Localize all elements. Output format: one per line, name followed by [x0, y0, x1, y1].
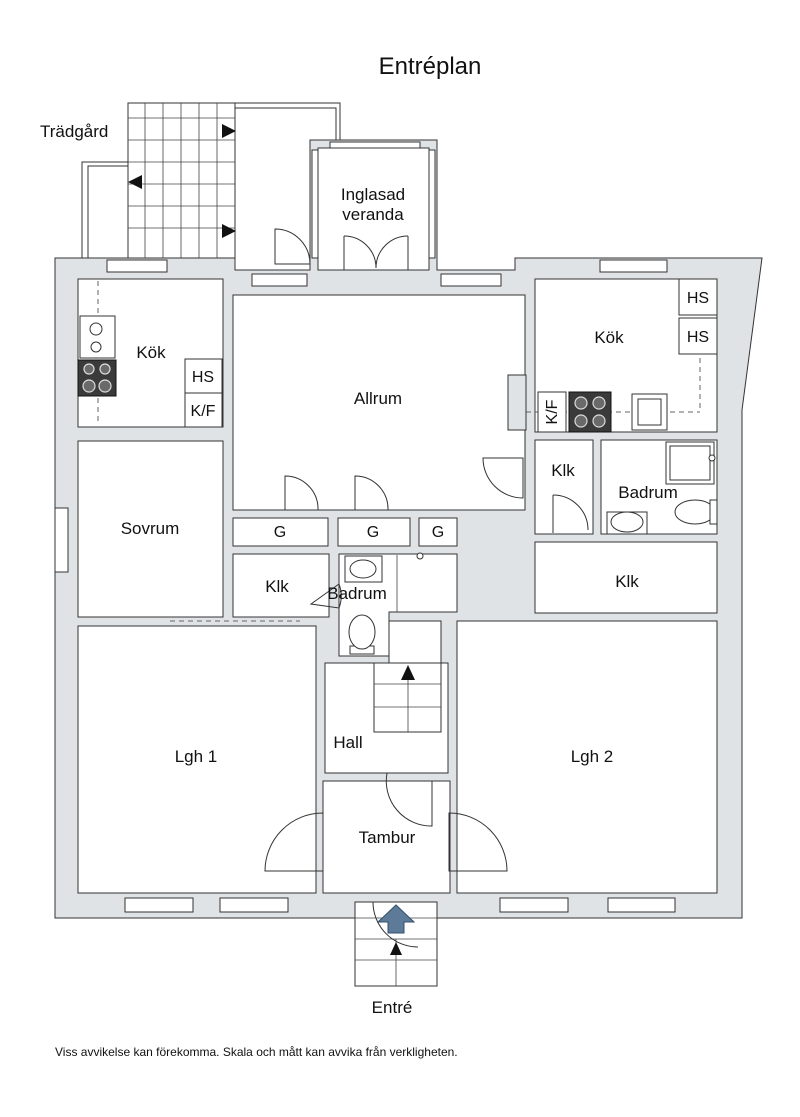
label-klk-center: Klk [265, 577, 289, 596]
label-veranda-2: veranda [342, 205, 404, 224]
right-kitchen-fixtures [507, 278, 718, 433]
room-lgh1 [77, 625, 317, 894]
room-hall [324, 662, 449, 774]
label-hs-left: HS [192, 369, 214, 386]
left-kitchen-fixtures [77, 315, 223, 428]
arrow-left-icon [128, 175, 142, 189]
label-klk-right-upper: Klk [551, 461, 575, 480]
label-kf-right: K/F [544, 399, 561, 424]
room-klk-right-upper [534, 439, 594, 535]
label-hall: Hall [333, 733, 362, 752]
label-lgh1: Lgh 1 [175, 747, 218, 766]
plan-title: Entréplan [379, 53, 482, 80]
windows [54, 141, 676, 913]
room-lgh2 [456, 620, 718, 894]
label-badrum-center: Badrum [327, 584, 387, 603]
label-lgh2: Lgh 2 [571, 747, 614, 766]
label-kok-right: Kök [594, 328, 624, 347]
room-klk-center [232, 553, 330, 618]
label-badrum-right: Badrum [618, 483, 678, 502]
disclaimer-text: Viss avvikelse kan förekomma. Skala och … [55, 1045, 458, 1059]
label-kf-left: K/F [191, 403, 216, 420]
toilet-icon [674, 499, 716, 525]
shower-icon [416, 552, 424, 560]
room-sovrum [77, 440, 224, 618]
room-allrum [232, 294, 526, 511]
label-tambur: Tambur [359, 828, 416, 847]
stove-icon [568, 391, 612, 433]
label-kok-left: Kök [136, 343, 166, 362]
room-klk-right-lower [534, 541, 718, 614]
label-entre: Entré [372, 998, 413, 1017]
room-g1 [232, 517, 329, 547]
label-tradgard: Trädgård [40, 122, 108, 141]
label-hs-right-1: HS [687, 290, 709, 307]
label-allrum: Allrum [354, 389, 402, 408]
label-g3: G [432, 524, 444, 541]
arrow-right-icon [222, 124, 236, 138]
hall-stairs [373, 620, 442, 733]
label-klk-right-lower: Klk [615, 572, 639, 591]
label-g1: G [274, 524, 286, 541]
room-g2 [337, 517, 411, 547]
doors [264, 228, 589, 872]
room-g3 [418, 517, 458, 547]
arrow-up-icon [401, 665, 415, 680]
center-bath-fixtures [344, 552, 424, 655]
label-hs-right-2: HS [687, 329, 709, 346]
label-sovrum: Sovrum [121, 519, 180, 538]
stove-icon [77, 359, 117, 397]
label-veranda-1: Inglasad [341, 185, 405, 204]
label-g2: G [367, 524, 379, 541]
entry-stairs [354, 901, 438, 987]
entry-arrow-icon [376, 904, 416, 934]
arrow-up-icon [390, 942, 402, 955]
garden-stairs [81, 102, 341, 259]
arrow-right-icon [222, 224, 236, 238]
right-bath-fixtures [606, 441, 718, 535]
